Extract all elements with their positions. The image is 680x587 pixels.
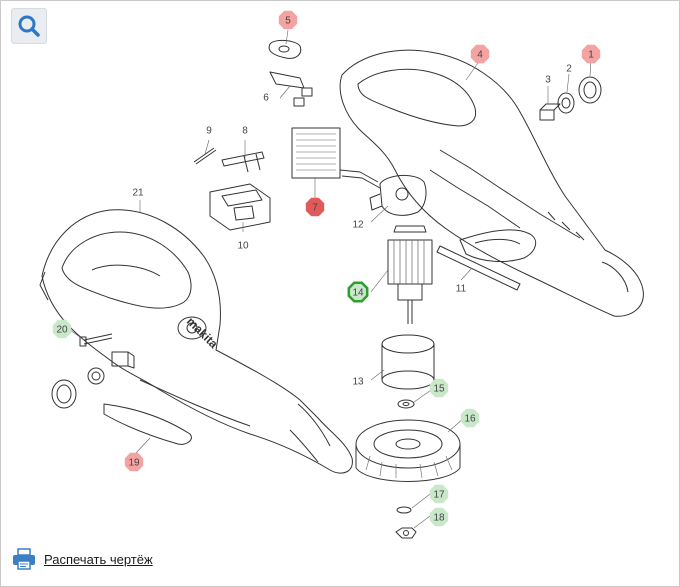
callout-number: 4	[477, 50, 483, 61]
callout-number: 18	[433, 513, 445, 524]
bracket-part[interactable]	[221, 151, 265, 173]
callout-number: 9	[206, 126, 212, 137]
slider-part[interactable]	[103, 403, 192, 445]
zoom-button[interactable]	[11, 8, 47, 44]
callout-11[interactable]: 11	[456, 284, 467, 295]
callout-8[interactable]: 8	[242, 126, 248, 137]
callout-number: 10	[237, 241, 249, 252]
screw-part[interactable]	[79, 333, 113, 347]
housing-left-part[interactable]	[39, 209, 353, 474]
callout-badge	[460, 408, 480, 428]
callout-badge	[581, 44, 601, 64]
callout-1[interactable]: 1	[581, 44, 601, 64]
callout-19[interactable]: 19	[124, 452, 144, 472]
callout-14[interactable]: 14	[347, 281, 369, 303]
callout-4[interactable]: 4	[470, 44, 490, 64]
washer-part[interactable]	[557, 92, 575, 114]
callout-number: 20	[56, 325, 68, 336]
callout-number: 16	[464, 414, 476, 425]
callout-number: 7	[312, 203, 318, 214]
nut-part[interactable]	[395, 527, 417, 539]
callout-15[interactable]: 15	[429, 378, 449, 398]
switch-lever-part[interactable]	[269, 71, 313, 107]
brush-holder-part[interactable]	[339, 169, 427, 216]
callout-9[interactable]: 9	[206, 126, 212, 137]
callout-number: 1	[588, 50, 594, 61]
callout-number: 8	[242, 126, 248, 137]
callout-7[interactable]: 7	[305, 197, 325, 217]
callout-20[interactable]: 20	[52, 319, 72, 339]
callout-13[interactable]: 13	[352, 377, 364, 388]
callout-number: 21	[132, 188, 144, 199]
print-label[interactable]: Распечать чертёж	[44, 551, 153, 567]
callout-badge	[124, 452, 144, 472]
printer-icon	[13, 548, 35, 570]
callout-number: 2	[566, 64, 572, 75]
callout-number: 11	[456, 284, 467, 295]
callout-badge	[305, 197, 325, 217]
callout-badge	[429, 484, 449, 504]
callout-18[interactable]: 18	[429, 507, 449, 527]
callout-2[interactable]: 2	[566, 64, 572, 75]
callout-number: 5	[285, 16, 291, 27]
callout-number: 19	[128, 458, 140, 469]
switch-part[interactable]	[209, 183, 271, 231]
callout-number: 17	[433, 490, 445, 501]
ring-part[interactable]	[578, 76, 602, 104]
callout-badge	[429, 507, 449, 527]
callout-badge	[470, 44, 490, 64]
washer-small-part[interactable]	[397, 399, 415, 409]
callout-12[interactable]: 12	[352, 220, 364, 231]
print-drawing-link[interactable]: Распечать чертёж	[12, 547, 153, 571]
callout-21[interactable]: 21	[132, 188, 144, 199]
callout-number: 12	[352, 220, 364, 231]
housing-right-part[interactable]	[339, 49, 644, 317]
washer-fan-part[interactable]	[396, 506, 412, 514]
clip-part[interactable]	[111, 351, 135, 369]
armature-part[interactable]	[387, 225, 433, 324]
callout-badge	[429, 378, 449, 398]
callout-number: 14	[352, 288, 364, 299]
callout-badge	[347, 281, 369, 303]
knob-part[interactable]	[51, 379, 77, 409]
callout-10[interactable]: 10	[237, 241, 249, 252]
callout-badge	[52, 319, 72, 339]
fan-part[interactable]	[355, 419, 461, 482]
terminal-part[interactable]	[539, 103, 561, 121]
callout-17[interactable]: 17	[429, 484, 449, 504]
filter-part[interactable]	[291, 127, 341, 179]
switch-button-part[interactable]	[268, 39, 302, 59]
leader-lines	[69, 29, 592, 529]
strip-part[interactable]	[436, 245, 521, 291]
callout-3[interactable]: 3	[545, 75, 551, 86]
callout-number: 13	[352, 377, 364, 388]
callout-badge	[278, 10, 298, 30]
callout-6[interactable]: 6	[263, 93, 269, 104]
magnifier-icon	[18, 15, 40, 37]
pin-part[interactable]	[193, 147, 217, 165]
callout-number: 6	[263, 93, 269, 104]
callout-5[interactable]: 5	[278, 10, 298, 30]
callout-16[interactable]: 16	[460, 408, 480, 428]
magnet-cylinder-part[interactable]	[381, 334, 435, 390]
callout-number: 15	[433, 384, 445, 395]
cap-part[interactable]	[87, 367, 105, 385]
callout-number: 3	[545, 75, 551, 86]
